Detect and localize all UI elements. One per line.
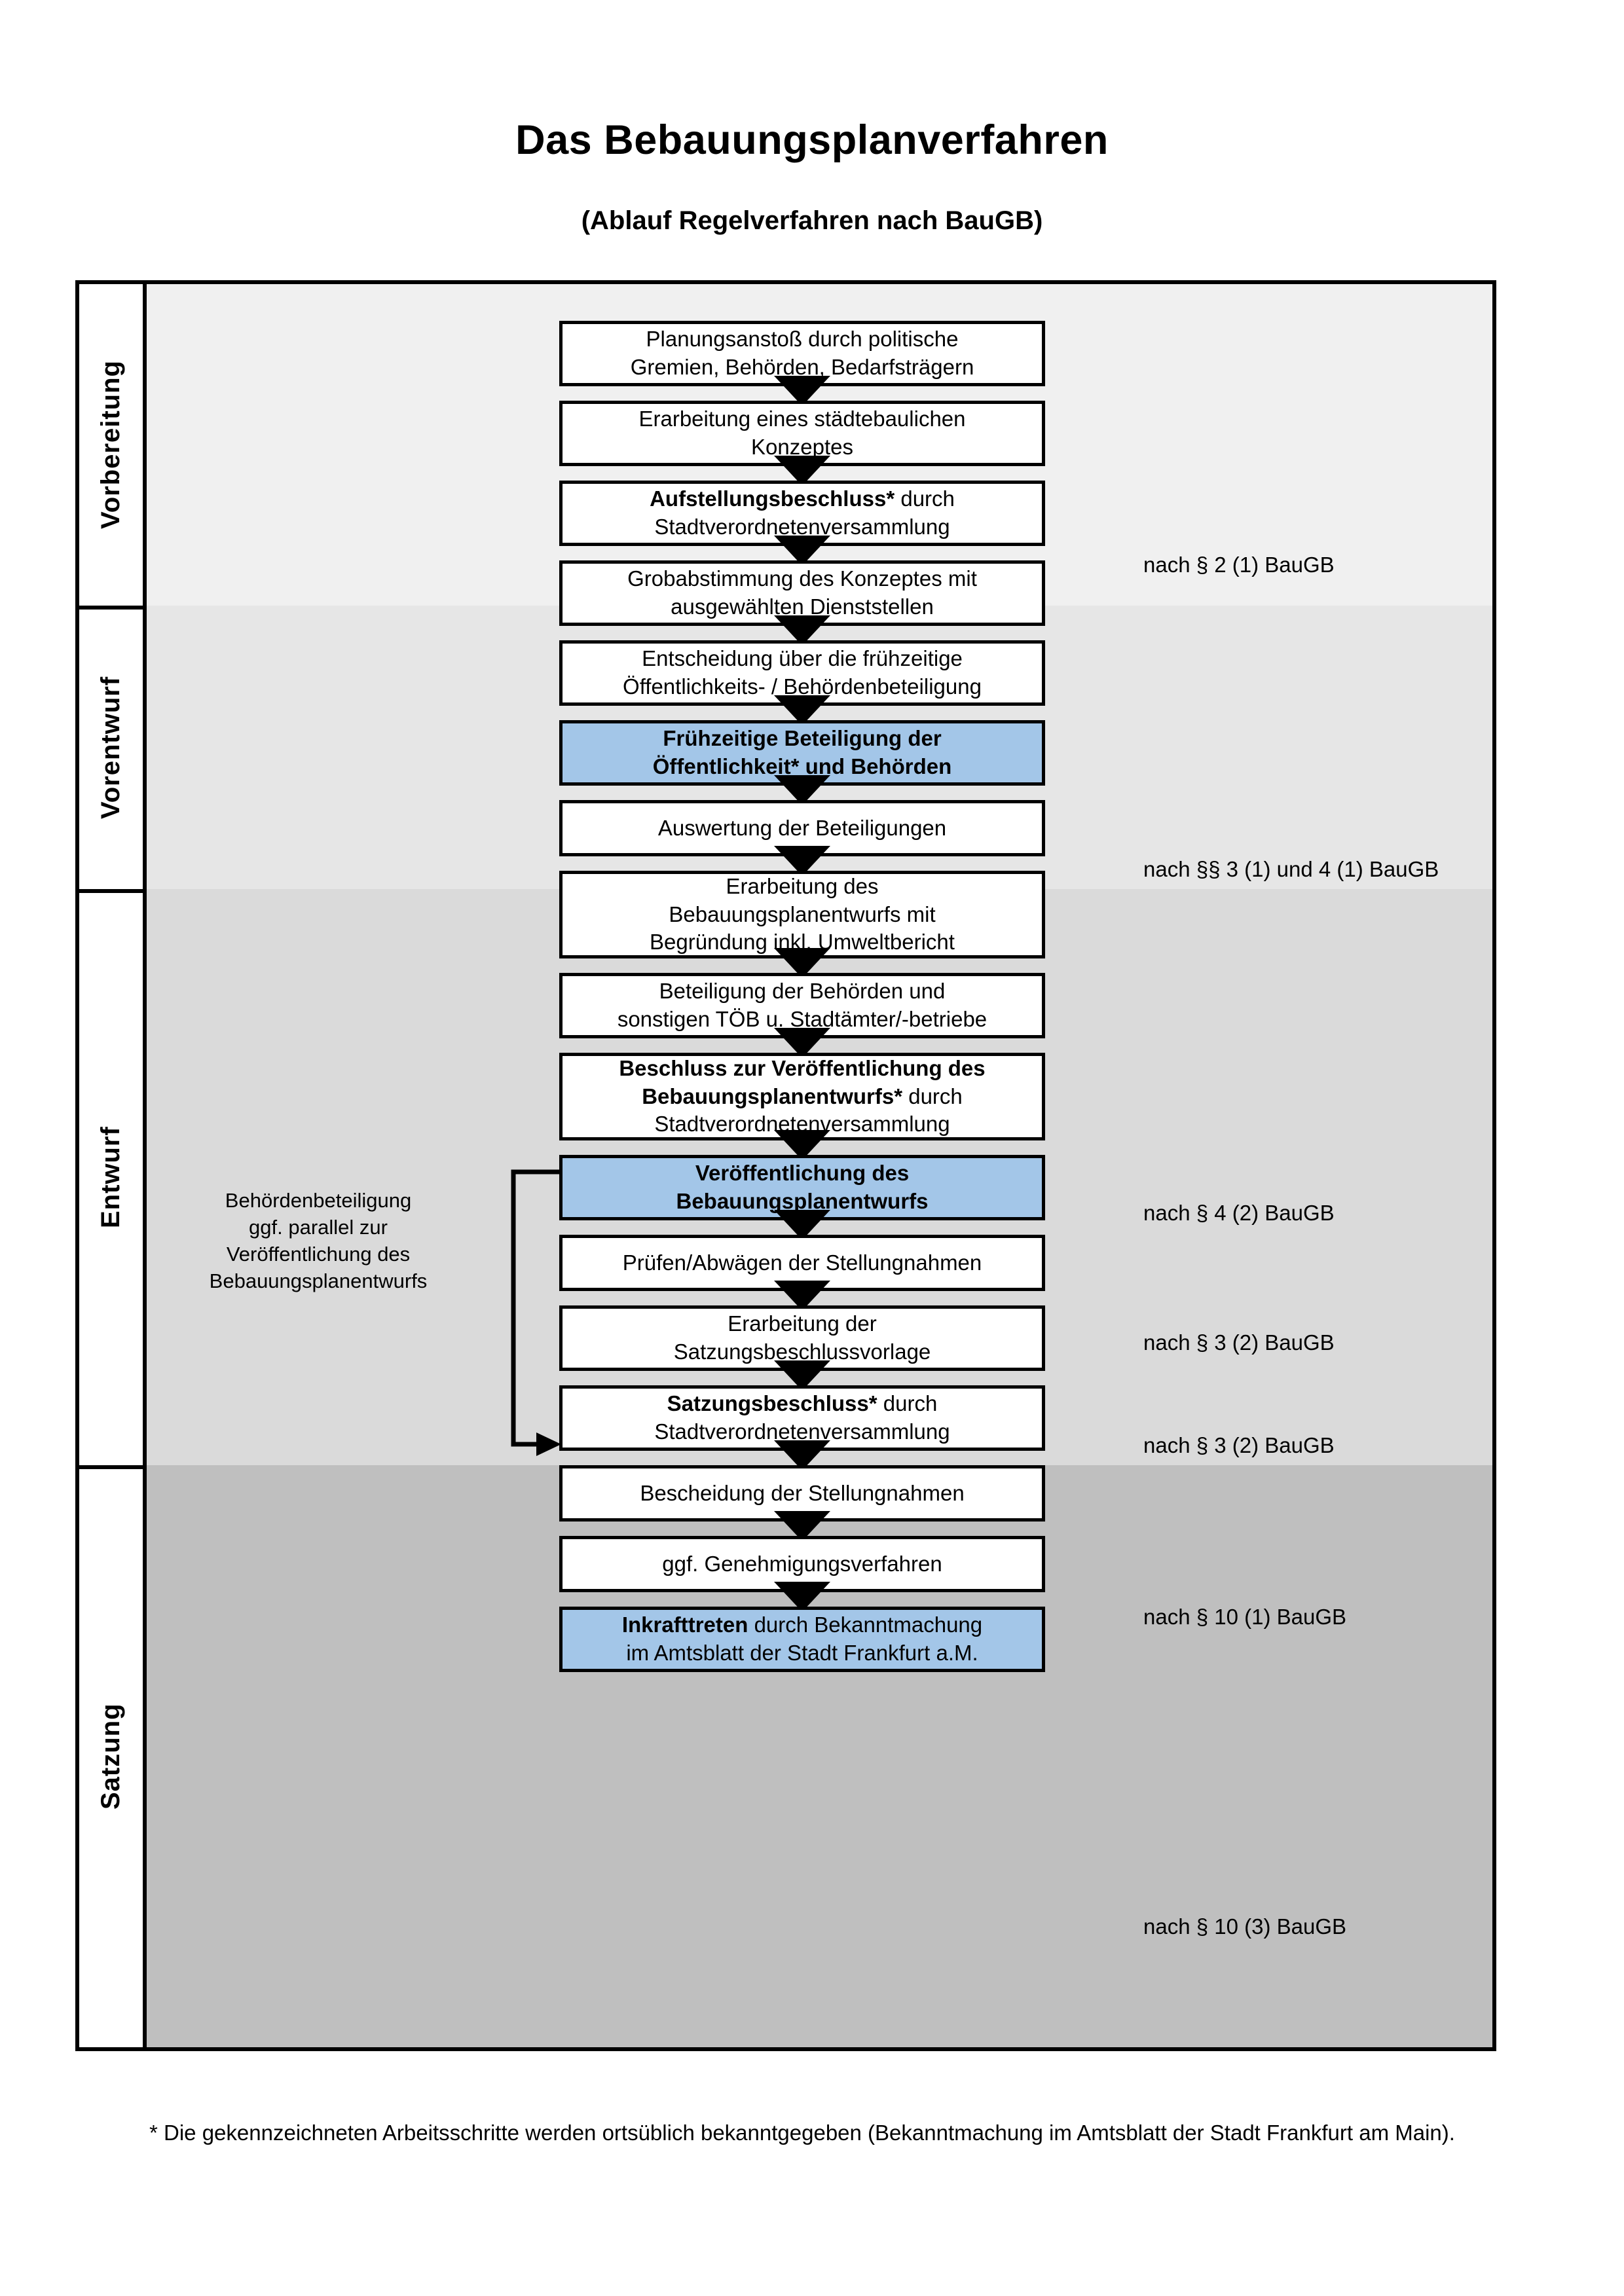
step-grobabstimmung[interactable]: Grobabstimmung des Konzeptes mit ausgewäh…: [559, 560, 1045, 626]
side-note-line-3: Veröffentlichung des: [226, 1242, 411, 1266]
step-line: sonstigen TÖB u. Stadtämter/-betriebe: [617, 1007, 987, 1031]
legal-ref-par10-1: nach § 10 (1) BauGB: [1143, 1605, 1347, 1629]
step-beteiligung-behoerden-toeb[interactable]: Beteiligung der Behörden und sonstigen TÖ…: [559, 973, 1045, 1038]
step-line: Öffentlichkeit* und Behörden: [652, 754, 952, 778]
process-frame: Vorbereitung Vorentwurf Entwurf Satzung …: [75, 280, 1496, 2051]
step-line: Entscheidung über die frühzeitige: [642, 646, 963, 671]
legal-ref-par3-2-b: nach § 3 (2) BauGB: [1143, 1433, 1335, 1457]
step-line: Prüfen/Abwägen der Stellungnahmen: [622, 1250, 982, 1275]
step-line: Beteiligung der Behörden und: [659, 979, 946, 1004]
step-line: ausgewählten Dienststellen: [671, 594, 934, 619]
step-emphasis: Satzungsbeschluss*: [667, 1391, 877, 1416]
step-auswertung-beteiligungen[interactable]: Auswertung der Beteiligungen: [559, 800, 1045, 856]
step-emphasis: Beschluss zur Veröffentlichung des: [619, 1055, 986, 1080]
step-line: Veröffentlichung des: [695, 1161, 910, 1186]
side-note-line-2: ggf. parallel zur: [249, 1215, 388, 1239]
section-label-entwurf: Entwurf: [96, 1126, 125, 1228]
section-label-satzung: Satzung: [96, 1703, 125, 1810]
step-line: Satzungsbeschlussvorlage: [673, 1339, 931, 1364]
step-line: Konzeptes: [751, 435, 853, 459]
page-title: Das Bebauungsplanverfahren: [515, 117, 1109, 163]
step-line: ggf. Genehmigungsverfahren: [662, 1551, 942, 1576]
page-subtitle: (Ablauf Regelverfahren nach BauGB): [581, 206, 1043, 235]
legal-ref-par4-2: nach § 4 (2) BauGB: [1143, 1201, 1335, 1225]
section-label-vorentwurf: Vorentwurf: [96, 676, 125, 819]
step-line: Bebauungsplanentwurfs mit: [669, 902, 936, 926]
legal-ref-par2-1: nach § 2 (1) BauGB: [1143, 553, 1335, 577]
step-line: Erarbeitung der: [728, 1311, 877, 1336]
label-separator-2: [79, 889, 147, 893]
step-emphasis: Aufstellungsbeschluss*: [650, 486, 895, 511]
step-line: Erarbeitung des: [726, 873, 879, 898]
label-separator-1: [79, 606, 147, 610]
step-line: Auswertung der Beteiligungen: [657, 815, 947, 840]
side-note-behoerdenbeteiligung: Behördenbeteiligung ggf. parallel zur Ve…: [171, 1188, 466, 1295]
step-line: Öffentlichkeits- / Behördenbeteiligung: [623, 674, 982, 699]
legal-ref-par10-3: nach § 10 (3) BauGB: [1143, 1914, 1347, 1939]
step-line: Stadtverordnetenversammlung: [654, 1419, 950, 1444]
step-line: Bescheidung der Stellungnahmen: [640, 1480, 965, 1505]
step-line: Bebauungsplanentwurfs: [676, 1189, 929, 1213]
side-note-line-4: Bebauungsplanentwurfs: [209, 1269, 428, 1292]
label-separator-3: [79, 1465, 147, 1469]
footnote-text: * Die gekennzeichneten Arbeitsschritte w…: [149, 2121, 1455, 2145]
step-line: im Amtsblatt der Stadt Frankfurt a.M.: [626, 1641, 978, 1665]
label-column-divider: [143, 284, 147, 2047]
legal-ref-par3-2-a: nach § 3 (2) BauGB: [1143, 1330, 1335, 1355]
step-line: Planungsanstoß durch politische: [646, 327, 959, 352]
step-line: Gremien, Behörden, Bedarfsträgern: [630, 355, 974, 379]
section-label-vorbereitung: Vorbereitung: [96, 360, 125, 530]
legal-ref-par3-1-4-1: nach §§ 3 (1) und 4 (1) BauGB: [1143, 857, 1439, 881]
step-line: Stadtverordnetenversammlung: [654, 515, 950, 539]
step-emphasis: Inkrafttreten: [621, 1613, 748, 1637]
step-line: Erarbeitung eines städtebaulichen: [638, 407, 966, 431]
step-line: Grobabstimmung des Konzeptes mit: [627, 566, 977, 591]
step-line: Frühzeitige Beteiligung der: [663, 726, 942, 751]
side-note-line-1: Behördenbeteiligung: [225, 1189, 412, 1212]
